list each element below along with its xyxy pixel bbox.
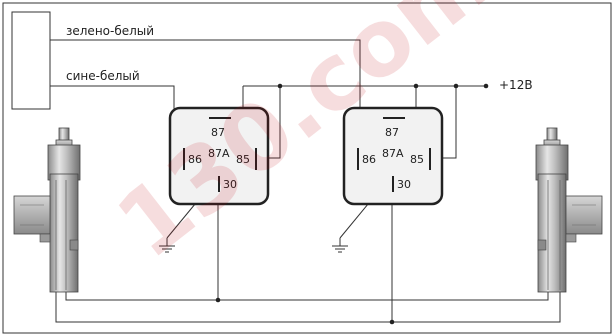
door-lock-actuator-icon	[535, 127, 603, 293]
relay-right-pin-87: 87	[385, 126, 399, 139]
junction-dots	[215, 83, 489, 325]
supply-label: +12В	[499, 78, 533, 92]
relay-right-pin-85: 85	[410, 153, 424, 166]
ground-icon	[159, 245, 175, 253]
watermark: 130.com	[98, 0, 511, 279]
relay-right: 87 86 87A 85 30	[342, 106, 444, 206]
wire-label-blue-white: сине-белый	[66, 69, 140, 83]
relay-left-pin-87: 87	[211, 126, 225, 139]
relay-left: 87 86 87A 85 30	[168, 106, 270, 206]
wire-label-green-white: зелено-белый	[66, 24, 154, 38]
control-unit-box	[11, 11, 51, 110]
relay-left-pin-87a: 87A	[208, 147, 230, 160]
relay-right-pin-30: 30	[397, 178, 411, 191]
ground-icon	[332, 245, 348, 253]
relay-right-pin-87a: 87A	[382, 147, 404, 160]
relay-right-pin-86: 86	[362, 153, 376, 166]
door-lock-actuator-icon	[13, 127, 81, 293]
relay-left-pin-86: 86	[188, 153, 202, 166]
relay-left-pin-30: 30	[223, 178, 237, 191]
relay-left-pin-85: 85	[236, 153, 250, 166]
